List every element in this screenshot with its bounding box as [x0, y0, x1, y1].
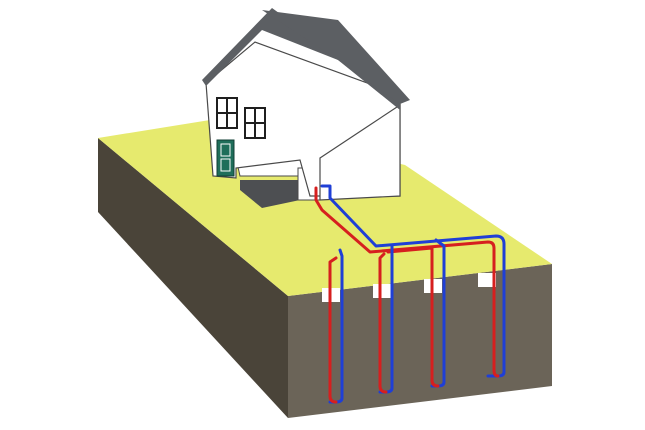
upper-window-right	[244, 107, 266, 139]
upper-window	[216, 97, 238, 129]
roof	[202, 8, 400, 110]
pipe-u-bends	[328, 368, 500, 404]
soil-front-face	[288, 264, 552, 418]
house	[202, 8, 410, 208]
borehole-cap-4	[478, 273, 496, 287]
garage-floor	[240, 180, 300, 208]
front-door	[216, 139, 235, 177]
house-side-wall	[319, 103, 401, 201]
borehole-cap-2	[373, 284, 391, 298]
roof-ridge-face	[262, 10, 410, 104]
return-pipe-red	[314, 186, 496, 398]
soil-side-face	[98, 138, 288, 418]
